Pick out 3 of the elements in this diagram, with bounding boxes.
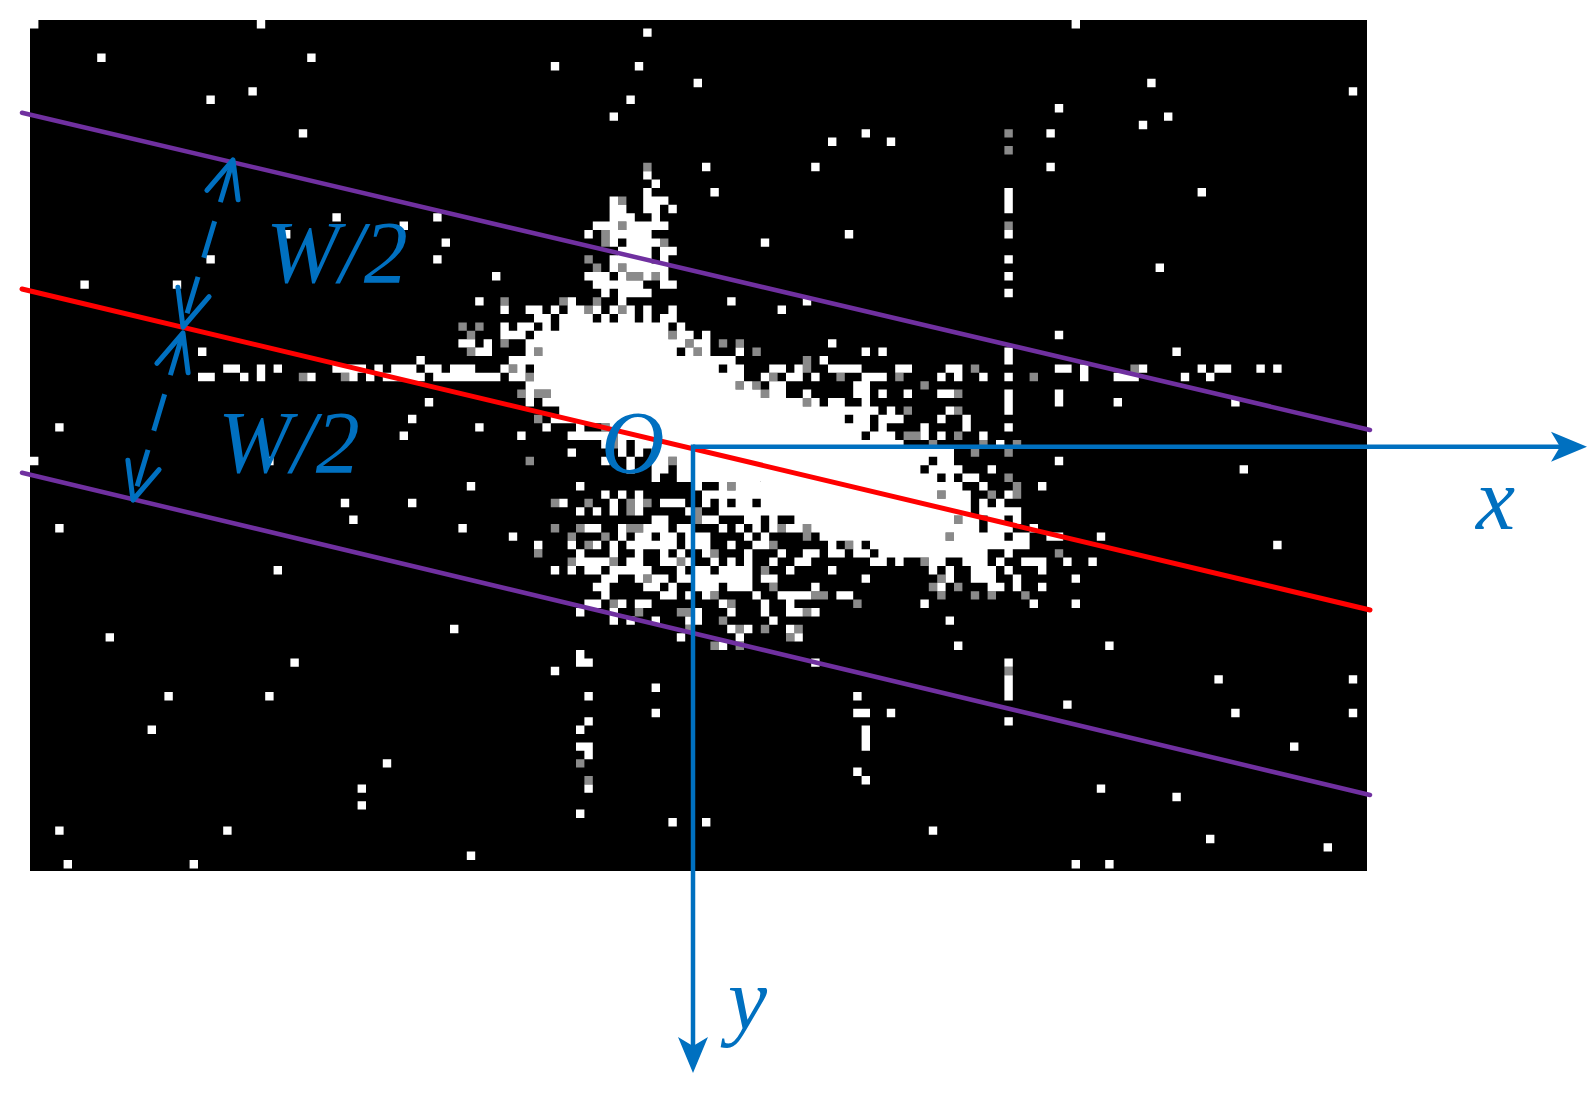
axis-label: x — [1474, 450, 1517, 550]
dimension-label: W/2 — [217, 393, 361, 493]
dimension-label: W/2 — [265, 203, 409, 303]
